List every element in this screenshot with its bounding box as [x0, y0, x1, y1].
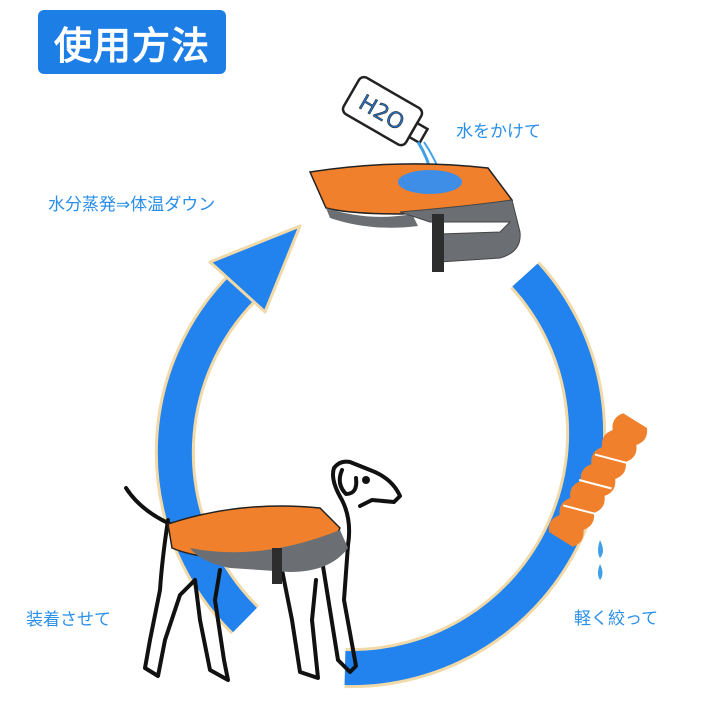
vest-top-icon	[308, 163, 521, 272]
page-title: 使用方法	[38, 10, 226, 74]
step-evaporate-label: 水分蒸発⇒体温ダウン	[48, 195, 216, 215]
step-wear-label: 装着させて	[26, 610, 111, 630]
step-water-label: 水をかけて	[456, 122, 541, 142]
water-bottle-icon: H2O	[341, 75, 430, 147]
wrung-vest-icon	[548, 413, 648, 547]
water-drop-icon	[598, 540, 603, 558]
dog-vest	[167, 505, 348, 584]
dog-with-vest-icon	[124, 459, 402, 682]
cycle-arrow-head	[208, 224, 302, 314]
step-wring-label: 軽く絞って	[574, 609, 659, 629]
